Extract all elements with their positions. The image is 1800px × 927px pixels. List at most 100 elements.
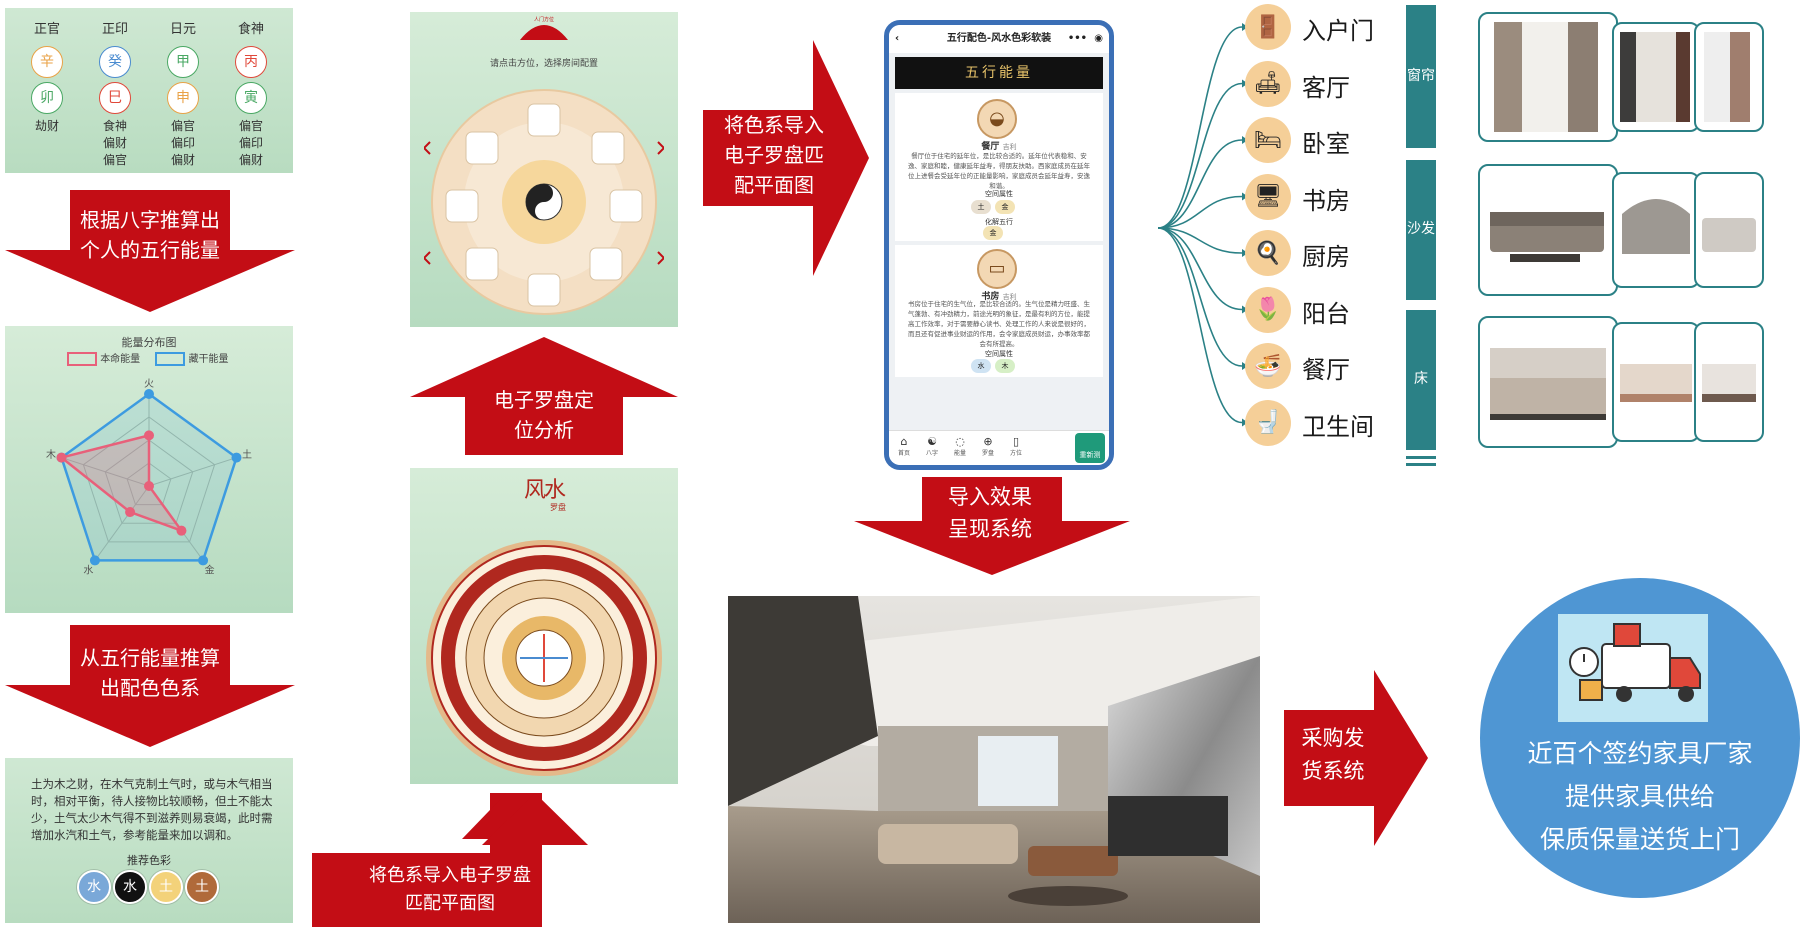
supplier-circle: 近百个签约家具厂家 提供家具供给 保质保量送货上门 (1480, 578, 1800, 898)
more-icon[interactable]: ••• (1067, 33, 1087, 44)
product-sofa-2[interactable] (1612, 172, 1700, 288)
room-label[interactable]: 卧室 (1302, 130, 1350, 158)
arrow-5-label: 将色系导入 电子罗盘匹 配平面图 (724, 113, 824, 197)
room-card-study[interactable]: ▭ 书房 吉利 书房位于住宅的生气位，是比较合适的。生气位是精力旺盛、生气蓬勃、… (895, 245, 1103, 377)
nav-bazi[interactable]: ☯八字 (925, 435, 938, 457)
radar-point[interactable] (231, 452, 242, 463)
pan-icon[interactable]: 🍳 (1245, 230, 1291, 276)
up-arrow-compass (410, 337, 678, 455)
color-swatch-3[interactable]: 土 (149, 870, 183, 904)
tealbar-divider-2 (1406, 463, 1436, 466)
phone-bottom-nav: ⌂首页 ☯八字 ◌能量 ⊕罗盘 ▯方位 重新测 (889, 430, 1109, 465)
bazi-column-head: 正官 (33, 22, 60, 37)
bazi-ten-gods: 偏官 偏印 偏财 (238, 119, 263, 167)
down-arrow-2 (5, 625, 295, 747)
room-label[interactable]: 厨房 (1302, 243, 1350, 271)
recommend-title: 推荐色彩 (127, 854, 171, 867)
category-bar-curtain[interactable]: 窗帘 (1406, 5, 1436, 148)
tree-connector (1157, 227, 1243, 311)
arrow-6-label: 导入效果 呈现系统 (948, 485, 1032, 541)
record-icon[interactable]: ◉ (1094, 33, 1103, 44)
radar-point[interactable] (56, 452, 67, 463)
tree-connector (1157, 26, 1243, 229)
color-swatch-4[interactable]: 土 (185, 870, 219, 904)
supplier-line-2: 提供家具供给 (1564, 782, 1715, 811)
card2-title: 书房 吉利 (981, 292, 1017, 302)
product-bed-3[interactable] (1694, 322, 1764, 442)
wuxing-panel: 土为木之财，在木气克制土气时，或与木气相当时，相对平衡，待人接物比较顺畅，但土不… (5, 758, 293, 923)
product-sofa-3[interactable] (1694, 172, 1764, 288)
radar-point[interactable] (198, 555, 209, 566)
card1-attr-title: 空间属性 (985, 190, 1013, 198)
radar-point[interactable] (144, 481, 154, 491)
arrow-2-label: 从五行能量推算 出配色色系 (80, 646, 220, 700)
radar-panel: 能量分布图 本命能量 藏干能量 火土金水木 (5, 326, 293, 613)
bed-icon[interactable]: 🛏 (1245, 117, 1291, 163)
radar-axis-label: 水 (83, 564, 93, 576)
room-label[interactable]: 入户门 (1302, 17, 1374, 45)
bazi-column-head: 正印 (101, 22, 128, 37)
down-arrow-effect (854, 477, 1130, 575)
color-swatch-2[interactable]: 水 (113, 870, 147, 904)
right-arrow-phone (703, 40, 869, 276)
category-bar-bed[interactable]: 床 (1406, 310, 1436, 450)
legend-swatch-2 (155, 352, 186, 366)
nav-compass[interactable]: ⊕罗盘 (981, 435, 994, 457)
radar-point[interactable] (176, 525, 187, 536)
card1-text: 餐厅位于住宅的延年位，是比较合适的。延年位代表稳和、安逸、家庭和睦，健康延年益寿… (908, 152, 1090, 190)
up-arrow-head (482, 793, 588, 845)
radar-axis-label: 火 (144, 378, 154, 390)
product-sofa-1[interactable] (1478, 164, 1618, 296)
radar-point[interactable] (89, 555, 100, 566)
product-curtain-3[interactable] (1694, 22, 1764, 132)
card2-text: 书房位于住宅的生气位，是比较合适的。生气位是精力旺盛、生气蓬勃、有冲劲精力，前途… (908, 300, 1090, 348)
room-card-dining[interactable]: ◒ 餐厅 吉利 餐厅位于住宅的延年位，是比较合适的。延年位代表稳和、安逸、家庭和… (895, 93, 1103, 241)
card2-attr-chip-2: 木 (995, 359, 1015, 373)
category-bar-sofa[interactable]: 沙发 (1406, 160, 1436, 300)
bazi-ten-gods: 食神 偏财 偏官 (102, 119, 127, 167)
door-icon[interactable]: 🚪 (1245, 4, 1291, 50)
room-label[interactable]: 书房 (1302, 186, 1350, 215)
room-label[interactable]: 客厅 (1302, 73, 1350, 102)
phone-mockup: ‹ 五行配色-风水色彩软装 ••• ◉ 五行能量 ◒ 餐厅 吉利 餐厅位于住宅的… (884, 20, 1114, 470)
dining-bowl-icon: ◒ (977, 99, 1017, 139)
bazi-ten-gods: 偏官 偏印 偏财 (170, 119, 195, 167)
bowl-icon[interactable]: 🍜 (1245, 343, 1291, 389)
compass-top-panel: 人门方位 请点击方位，选择房间配置 (410, 12, 678, 327)
nav-energy[interactable]: ◌能量 (953, 435, 966, 457)
toilet-icon[interactable]: 🚽 (1245, 399, 1291, 446)
card1-attr-chip-1: 土 (971, 200, 991, 214)
sofa-icon[interactable]: 🛋 (1245, 60, 1291, 107)
arrow-1-label: 根据八字推算出 个人的五行能量 (80, 208, 220, 262)
radar-point[interactable] (125, 507, 136, 518)
bazi-stem-circle: 甲 (167, 46, 199, 78)
computer-icon[interactable]: 🖥 (1245, 173, 1291, 220)
room-label[interactable]: 阳台 (1302, 299, 1350, 328)
product-curtain-1[interactable] (1478, 12, 1618, 142)
radar-grid-ring (104, 439, 194, 524)
product-bed-1[interactable] (1478, 316, 1618, 448)
interior-render-image (728, 596, 1260, 923)
nav-direction[interactable]: ▯方位 (1009, 435, 1022, 457)
radar-point[interactable] (144, 430, 154, 441)
radar-point[interactable] (144, 389, 154, 399)
compass-wheel-top[interactable] (424, 82, 664, 322)
radar-grid-ring (82, 416, 216, 543)
arrow-7-label: 采购发 货系统 (1301, 726, 1365, 783)
nav-home[interactable]: ⌂首页 (897, 435, 910, 457)
tree-connector (1157, 139, 1243, 229)
nav-retest-button[interactable]: 重新测 (1075, 433, 1105, 463)
room-label[interactable]: 卫生间 (1302, 412, 1374, 441)
color-swatch-1[interactable]: 水 (77, 870, 111, 904)
radar-axis-label: 土 (242, 448, 252, 461)
fengshui-logo: 风水 (523, 478, 566, 503)
back-icon[interactable]: ‹ (895, 33, 900, 44)
product-bed-2[interactable] (1612, 322, 1700, 442)
compass-bottom-panel: 风水 罗盘 (410, 468, 678, 784)
right-arrow-purchase (1284, 670, 1428, 846)
flower-pot-icon[interactable]: 🌷 (1245, 286, 1291, 333)
fengshui-logo-sub: 罗盘 (550, 503, 566, 512)
room-label[interactable]: 餐厅 (1302, 356, 1350, 384)
product-curtain-2[interactable] (1612, 22, 1700, 132)
